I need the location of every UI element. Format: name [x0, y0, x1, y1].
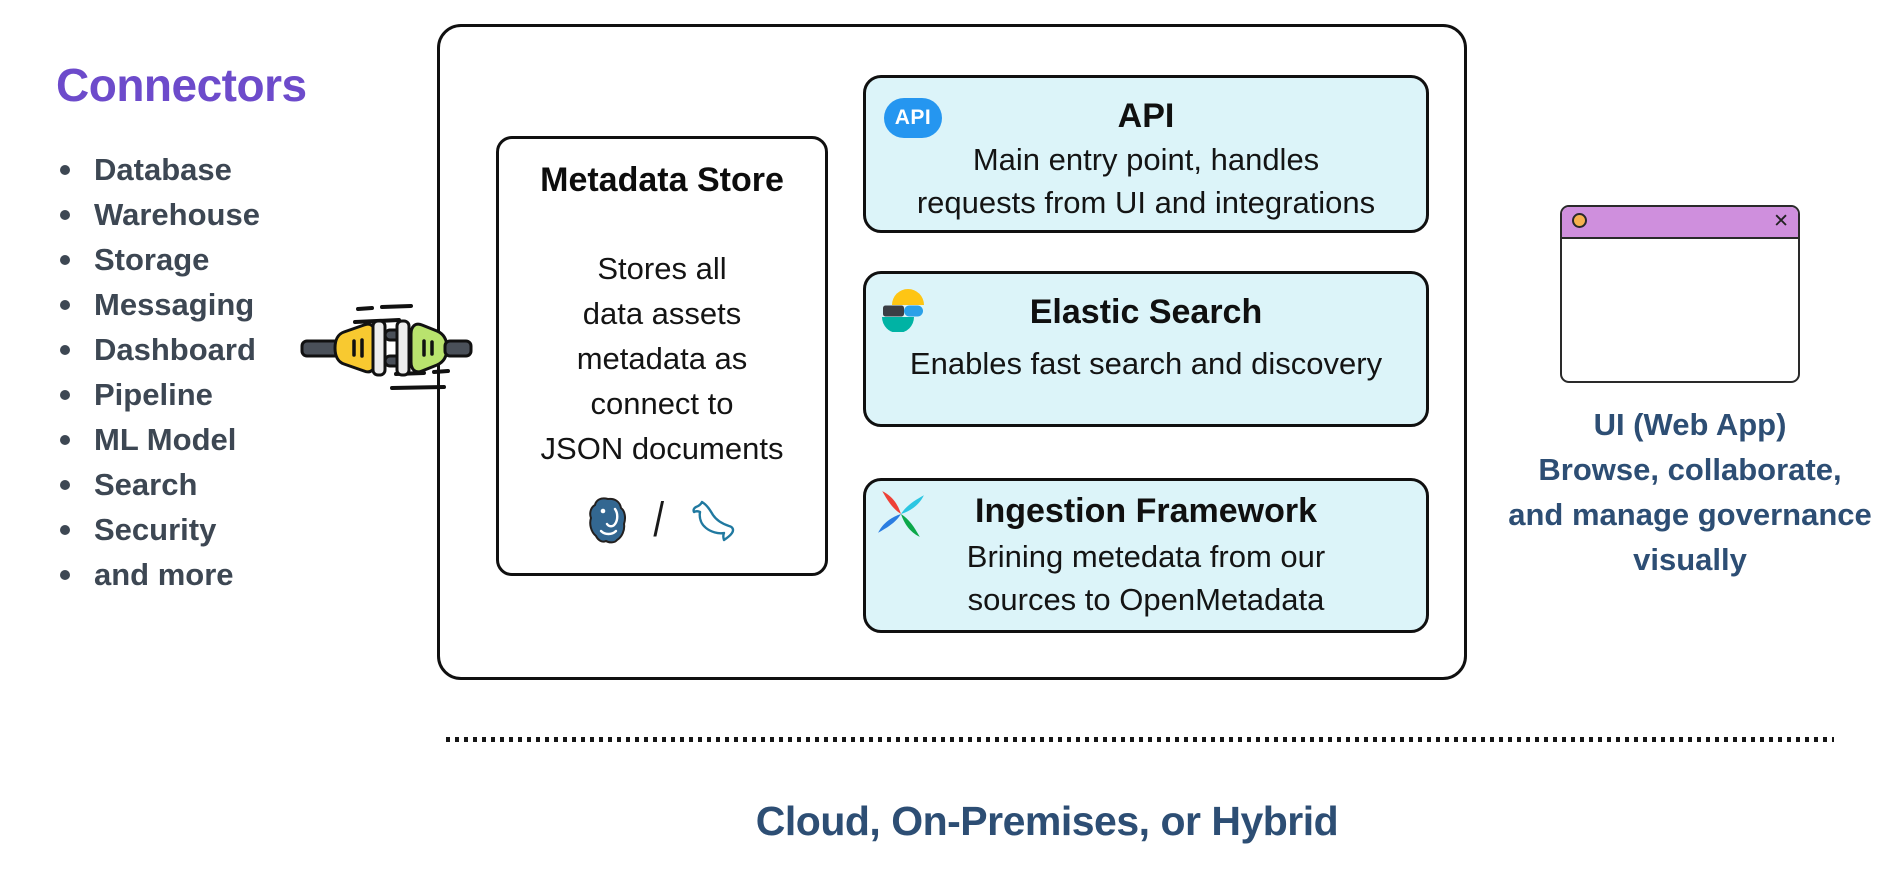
openmetadata-server-box: Metadata Store Stores all data assets me…: [437, 24, 1467, 680]
api-title: API: [1117, 97, 1175, 135]
close-icon: ✕: [1773, 211, 1789, 232]
description-line: JSON documents: [540, 431, 784, 466]
elastic-search-description: Enables fast search and discovery: [866, 342, 1426, 385]
elastic-search-box: Elastic Search Enables fast search and d…: [863, 271, 1429, 427]
description-line: Stores all: [597, 251, 727, 286]
list-item: Database: [60, 147, 260, 192]
browser-window-icon: ✕: [1560, 205, 1800, 383]
bullet-icon: [60, 254, 70, 265]
bullet-icon: [60, 434, 70, 445]
caption-line: UI (Web App): [1593, 407, 1787, 442]
ui-web-app-caption: UI (Web App) Browse, collaborate, and ma…: [1440, 402, 1901, 582]
connector-label: ML Model: [94, 421, 237, 457]
caption-line: visually: [1633, 542, 1747, 577]
bullet-icon: [60, 389, 70, 400]
description-line: Enables fast search and discovery: [909, 346, 1383, 381]
plug-connector-icon: [300, 304, 473, 390]
bullet-icon: [60, 569, 70, 580]
description-line: sources to OpenMetadata: [967, 582, 1325, 617]
browser-titlebar: ✕: [1562, 207, 1798, 239]
window-dot-icon: [1572, 213, 1587, 228]
ingestion-framework-description: Brining metedata from our sources to Ope…: [866, 535, 1426, 621]
elasticsearch-logo: [882, 289, 924, 332]
ingestion-framework-box: Ingestion Framework Brining metedata fro…: [863, 478, 1429, 633]
description-line: Main entry point, handles: [972, 142, 1320, 177]
bullet-icon: [60, 524, 70, 535]
description-line: metadata as: [576, 341, 748, 376]
connector-label: Messaging: [94, 286, 255, 322]
bullet-icon: [60, 479, 70, 490]
connector-label: and more: [94, 556, 234, 592]
elastic-search-title: Elastic Search: [1029, 293, 1263, 331]
description-line: requests from UI and integrations: [916, 185, 1376, 220]
bullet-icon: [60, 164, 70, 175]
database-logos: /: [499, 493, 825, 548]
slash-separator: /: [653, 494, 665, 547]
connectors-list: Database Warehouse Storage Messaging Das…: [60, 147, 260, 597]
airflow-pinwheel-icon: [878, 491, 924, 537]
bullet-icon: [60, 209, 70, 220]
connector-label: Storage: [94, 241, 210, 277]
postgresql-elephant-logo: [589, 497, 627, 544]
connector-label: Security: [94, 511, 217, 547]
connector-label: Dashboard: [94, 331, 256, 367]
api-description: Main entry point, handles requests from …: [866, 138, 1426, 224]
description-line: Brining metedata from our: [966, 539, 1326, 574]
connectors-title: Connectors: [56, 59, 307, 111]
mysql-dolphin-logo: [692, 500, 734, 541]
list-item: Storage: [60, 237, 260, 282]
list-item: Warehouse: [60, 192, 260, 237]
metadata-store-box: Metadata Store Stores all data assets me…: [496, 136, 828, 576]
list-item: and more: [60, 552, 260, 597]
connector-label: Pipeline: [94, 376, 213, 412]
connector-label: Search: [94, 466, 198, 502]
bullet-icon: [60, 344, 70, 355]
deployment-boundary-line: [446, 737, 1834, 742]
description-line: connect to: [590, 386, 734, 421]
list-item: Messaging: [60, 282, 260, 327]
ingestion-framework-title: Ingestion Framework: [975, 492, 1317, 530]
caption-line: Browse, collaborate,: [1538, 452, 1842, 487]
bullet-icon: [60, 299, 70, 310]
list-item: Pipeline: [60, 372, 260, 417]
api-box: API API Main entry point, handles reques…: [863, 75, 1429, 233]
list-item: Dashboard: [60, 327, 260, 372]
metadata-store-description: Stores all data assets metadata as conne…: [499, 246, 825, 471]
list-item: Search: [60, 462, 260, 507]
list-item: ML Model: [60, 417, 260, 462]
metadata-store-title: Metadata Store: [540, 161, 784, 199]
deployment-label: Cloud, On-Premises, or Hybrid: [755, 798, 1339, 844]
connector-label: Warehouse: [94, 196, 260, 232]
description-line: data assets: [582, 296, 742, 331]
caption-line: and manage governance: [1508, 497, 1872, 532]
list-item: Security: [60, 507, 260, 552]
connector-label: Database: [94, 151, 232, 187]
api-badge-icon: API: [884, 98, 942, 138]
